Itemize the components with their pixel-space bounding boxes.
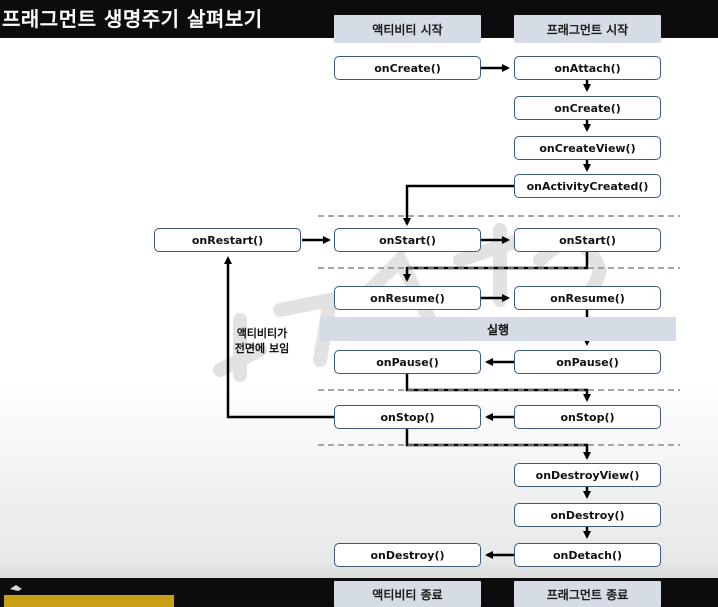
fragment-ondetach-box: onDetach()	[514, 543, 661, 567]
fragment-onresume-box: onResume()	[514, 286, 661, 310]
fragment-oncreateview-box: onCreateView()	[514, 136, 661, 160]
fragment-onstop-box: onStop()	[514, 405, 661, 429]
activity-onrestart-box: onRestart()	[154, 228, 301, 252]
header-activity-end: 액티비티 종료	[334, 581, 481, 607]
activity-ondestroy-box: onDestroy()	[334, 543, 481, 567]
foreground-note-line2: 전면에 보임	[234, 342, 290, 355]
fragment-ondestroyview-box: onDestroyView()	[514, 463, 661, 487]
activity-onresume-box: onResume()	[334, 286, 481, 310]
running-band: 실행	[320, 317, 676, 341]
activity-onstop-box: onStop()	[334, 405, 481, 429]
header-fragment-end: 프래그먼트 종료	[514, 581, 661, 607]
activity-onpause-box: onPause()	[334, 350, 481, 374]
fragment-oncreate-box: onCreate()	[514, 96, 661, 120]
logo-icon	[4, 585, 174, 607]
fragment-onstart-box: onStart()	[514, 228, 661, 252]
fragment-onpause-box: onPause()	[514, 350, 661, 374]
fragment-onactivitycreated-box: onActivityCreated()	[514, 174, 661, 198]
foreground-note: 액티비티가 전면에 보임	[222, 326, 302, 356]
fragment-ondestroy-box: onDestroy()	[514, 503, 661, 527]
header-activity-start: 액티비티 시작	[334, 15, 481, 43]
activity-onstart-box: onStart()	[334, 228, 481, 252]
fragment-onattach-box: onAttach()	[514, 56, 661, 80]
header-fragment-start: 프래그먼트 시작	[514, 15, 661, 43]
activity-oncreate-box: onCreate()	[334, 56, 481, 80]
page-title: 프래그먼트 생명주기 살펴보기	[2, 7, 263, 31]
foreground-note-line1: 액티비티가	[236, 327, 288, 340]
